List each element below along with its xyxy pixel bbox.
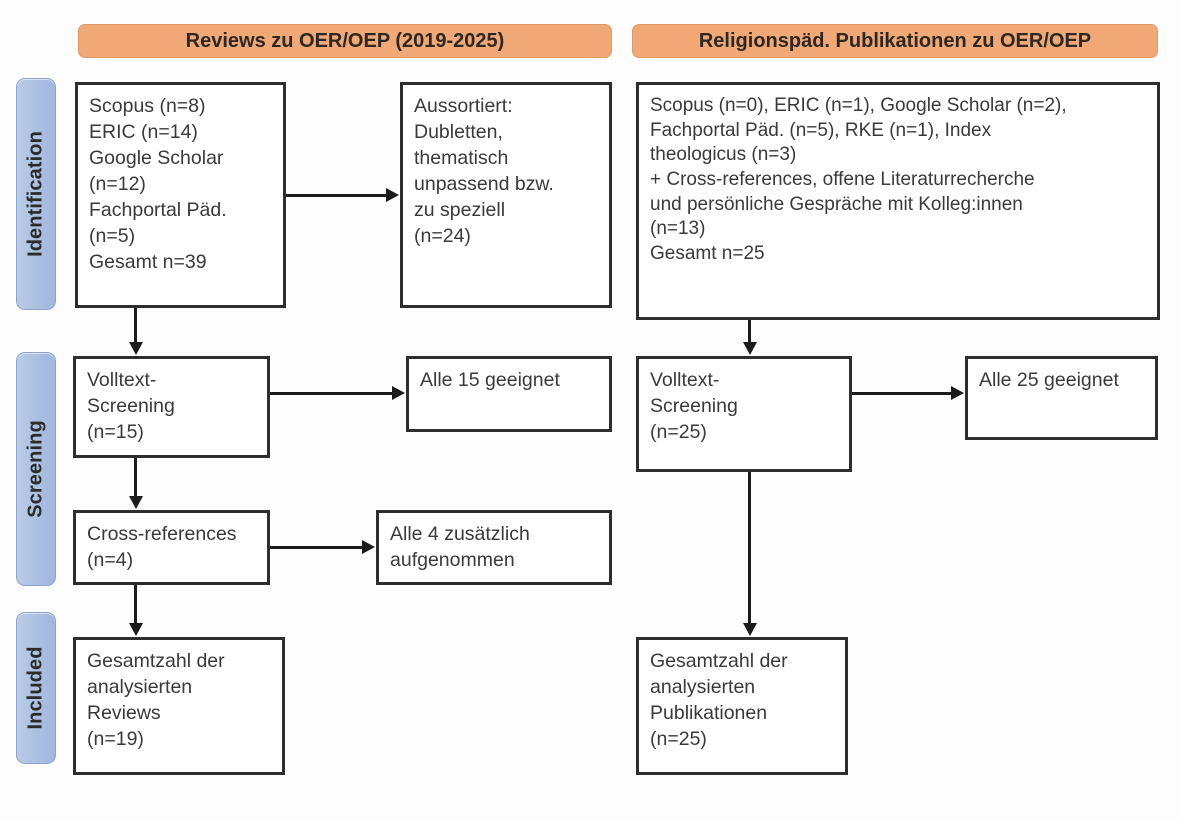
arrowhead-right-sources-to-fulltext xyxy=(743,342,757,355)
arrowhead-left-fulltext-to-crossrefs xyxy=(129,496,143,509)
connector-left-crossrefs-to-result xyxy=(270,546,362,549)
arrowhead-left-crossrefs-to-included xyxy=(129,623,143,636)
node-left-excluded: Aussortiert: Dubletten, thematisch unpas… xyxy=(400,82,612,308)
connector-right-fulltext-to-result xyxy=(852,392,951,395)
node-left-fulltext-result: Alle 15 geeignet xyxy=(406,356,612,432)
connector-left-fulltext-to-crossrefs xyxy=(134,458,137,496)
column-header-religionspaed: Religionspäd. Publikationen zu OER/OEP xyxy=(632,24,1158,58)
node-left-fulltext-screening: Volltext- Screening (n=15) xyxy=(73,356,270,458)
node-right-fulltext-screening: Volltext- Screening (n=25) xyxy=(636,356,852,472)
node-left-crossreferences: Cross-references (n=4) xyxy=(73,510,270,585)
connector-right-fulltext-to-included xyxy=(748,472,751,623)
arrowhead-left-sources-to-fulltext xyxy=(129,342,143,355)
connector-left-sources-to-fulltext xyxy=(134,308,137,344)
node-left-included-total: Gesamtzahl der analysierten Reviews (n=1… xyxy=(73,637,285,775)
node-right-sources: Scopus (n=0), ERIC (n=1), Google Scholar… xyxy=(636,82,1160,320)
node-right-included-total: Gesamtzahl der analysierten Publikatione… xyxy=(636,637,848,775)
node-left-crossreferences-result: Alle 4 zusätzlich aufgenommen xyxy=(376,510,612,585)
connector-left-fulltext-to-result xyxy=(270,392,392,395)
connector-left-crossrefs-to-included xyxy=(134,585,137,623)
stage-label-screening-text: Screening xyxy=(24,420,47,518)
connector-right-sources-to-fulltext xyxy=(748,320,751,344)
stage-label-screening: Screening xyxy=(16,352,56,586)
arrowhead-left-fulltext-to-result xyxy=(392,386,405,400)
arrowhead-left-sources-to-excluded xyxy=(386,188,399,202)
stage-label-identification: Identification xyxy=(16,78,56,310)
node-left-sources: Scopus (n=8) ERIC (n=14) Google Scholar … xyxy=(75,82,286,308)
stage-label-included-text: Included xyxy=(24,646,47,730)
stage-label-identification-text: Identification xyxy=(24,131,47,257)
connector-left-sources-to-excluded xyxy=(286,194,386,197)
arrowhead-right-fulltext-to-result xyxy=(951,386,964,400)
arrowhead-left-crossrefs-to-result xyxy=(362,540,375,554)
stage-label-included: Included xyxy=(16,612,56,764)
arrowhead-right-fulltext-to-included xyxy=(743,623,757,636)
column-header-reviews: Reviews zu OER/OEP (2019-2025) xyxy=(78,24,612,58)
node-right-fulltext-result: Alle 25 geeignet xyxy=(965,356,1158,440)
